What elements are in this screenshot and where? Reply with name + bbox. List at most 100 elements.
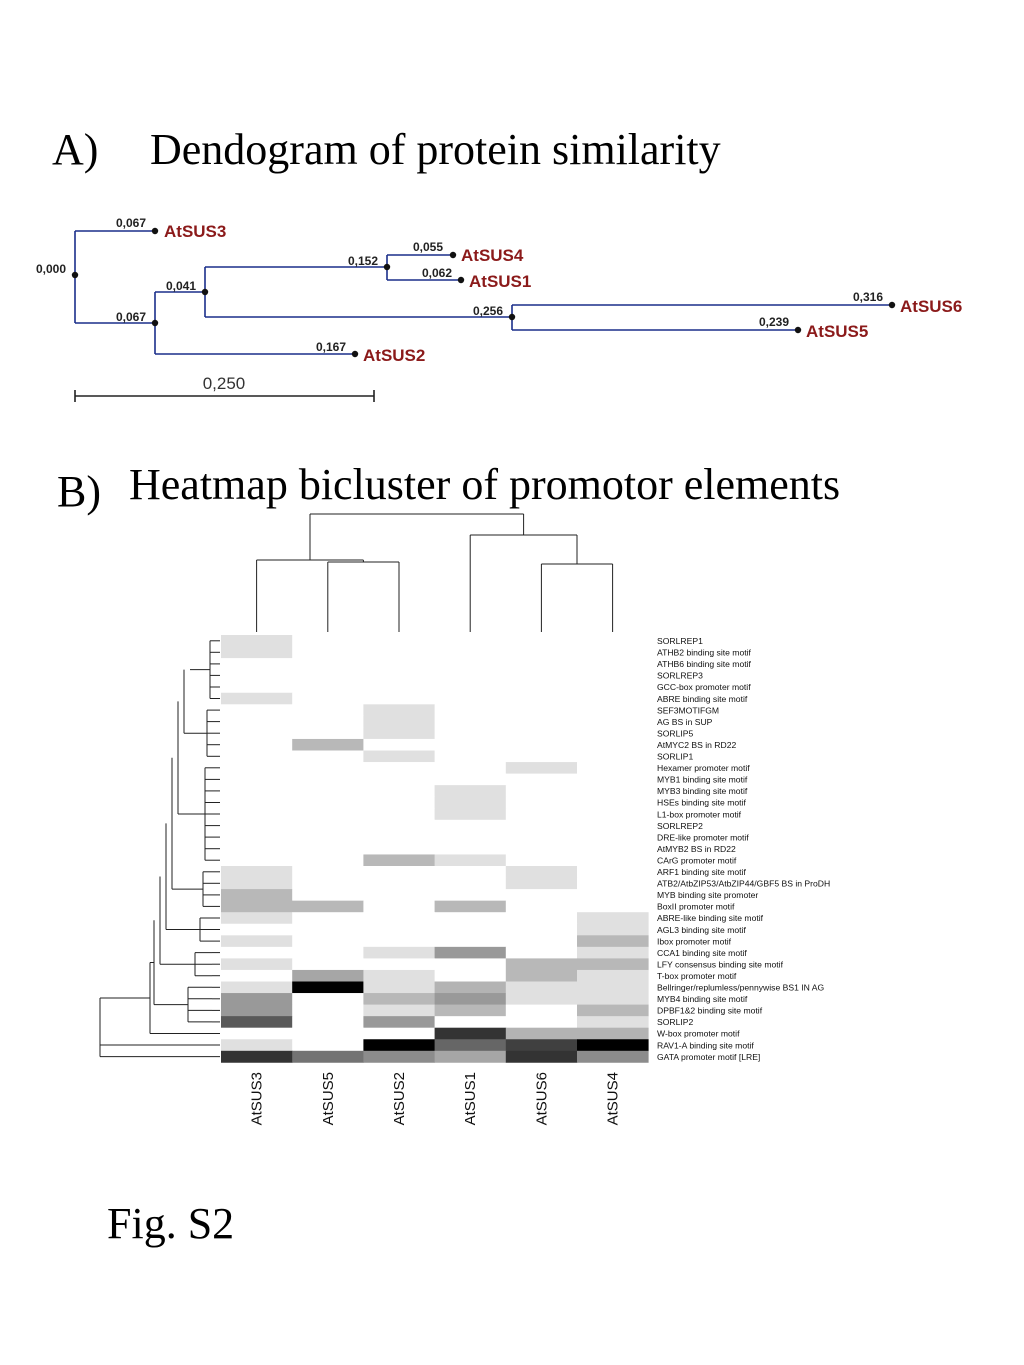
heatmap-cell [292,692,364,705]
heatmap-cell [505,866,578,878]
heatmap-cell [363,808,435,821]
heatmap-cell [505,993,578,1005]
heatmap-cell [221,681,293,694]
heatmap-cell [577,669,649,682]
heatmap-cell [577,854,649,867]
heatmap-cell [363,842,435,855]
tree-node-n1 [151,319,159,327]
tree-node-atsus3 [151,227,159,235]
heatmap-cell [363,715,435,728]
heatmap-cell [292,993,364,1005]
heatmap-cell [434,715,507,728]
heatmap-cell [221,900,293,913]
heatmap-cell [577,762,649,774]
row-label: AG BS in SUP [657,717,713,727]
heatmap-cell [505,727,578,740]
leaf-value-atsus1: 0,062 [422,266,452,280]
heatmap-cell [434,877,507,890]
heatmap-cell [363,635,435,647]
heatmap-cell [505,981,578,994]
heatmap-cell [292,842,364,855]
heatmap-cell [577,993,649,1005]
heatmap-cell [363,750,435,763]
row-label: Ibox promoter motif [657,936,732,946]
tree-node-atsus5 [794,326,802,334]
heatmap-cell [434,842,507,855]
heatmap-cell [363,819,435,832]
heatmap-cell [505,785,578,798]
heatmap-cell [221,1016,293,1029]
leaf-label-atsus1: AtSUS1 [469,272,531,291]
heatmap-cell [292,946,364,959]
row-label: SORLREP1 [657,636,703,646]
row-label: ATHB2 binding site motif [657,648,752,658]
figure-label: Fig. S2 [107,1199,235,1248]
heatmap-cell [292,831,364,844]
heatmap-cell [577,831,649,844]
heatmap-cell [505,692,578,705]
heatmap-cell [363,785,435,798]
heatmap-cell [577,912,649,925]
heatmap-cell [363,1050,435,1063]
heatmap-cell [505,646,578,659]
row-label: T-box promoter motif [657,971,737,981]
row-label: MYB4 binding site motif [657,994,748,1004]
heatmap-cell [221,785,293,798]
heatmap-cell [292,635,364,647]
leaf-value-atsus3: 0,067 [116,216,146,230]
tree-node-n4 [508,313,516,321]
heatmap-cell [505,704,578,717]
heatmap-cell [434,1016,507,1029]
heatmap-cell [577,727,649,740]
heatmap-cell [292,958,364,971]
heatmap-cell [434,900,507,913]
heatmap-cell [434,1039,507,1052]
heatmap-cell [221,946,293,959]
heatmap-cell [363,854,435,867]
heatmap-cell [434,646,507,659]
heatmap-cell [221,704,293,717]
heatmap-cell [577,877,649,890]
row-label: AtMYB2 BS in RD22 [657,844,736,854]
heatmap-cell [434,993,507,1005]
heatmap-cell [505,842,578,855]
heatmap-cell [434,796,507,809]
heatmap-cell [292,750,364,763]
heatmap-cell [292,866,364,878]
heatmap-cell [577,866,649,878]
tree-node-n2 [201,288,209,296]
heatmap-cell [434,750,507,763]
heatmap-cell [434,831,507,844]
heatmap-cell [363,704,435,717]
heatmap-cell [434,785,507,798]
leaf-label-atsus4: AtSUS4 [461,246,524,265]
heatmap-cell [434,808,507,821]
row-label: GCC-box promoter motif [657,682,751,692]
heatmap-cell [505,958,578,971]
heatmap-cell [221,969,293,982]
heatmap-cell [292,889,364,902]
column-label: AtSUS4 [605,1072,622,1125]
heatmap-cell [221,1050,293,1063]
heatmap-cell [292,969,364,982]
heatmap-cell [221,762,293,774]
heatmap-cell [292,773,364,786]
row-label: ATB2/AtbZIP53/AtbZIP44/GBF5 BS in ProDH [657,879,830,889]
tree-node-n3 [383,263,391,271]
heatmap-cell [292,900,364,913]
heatmap-cell [434,923,507,936]
heatmap-cell [577,738,649,751]
heatmap-cell [434,819,507,832]
heatmap-cell [221,866,293,878]
leaf-value-atsus6: 0,316 [853,290,883,304]
heatmap-cell [505,912,578,925]
heatmap-cell [363,946,435,959]
heatmap-cell [505,796,578,809]
heatmap-cell [505,877,578,890]
row-label: AGL3 binding site motif [657,925,746,935]
heatmap-cell [434,704,507,717]
leaf-value-atsus5: 0,239 [759,315,789,329]
heatmap-cell [221,635,293,647]
row-label: L1-box promoter motif [657,809,742,819]
heatmap-cell [577,1050,649,1063]
